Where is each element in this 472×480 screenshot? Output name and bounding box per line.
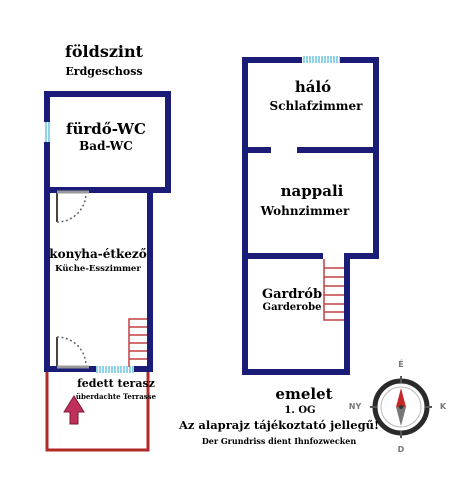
door-terrace [56, 336, 89, 369]
room-wardrobe-name: Gardrób [261, 287, 323, 302]
disclaimer-text: Az alaprajz tájékoztató jellegű! [178, 418, 380, 432]
room-terrace-name: fedett terasz [77, 377, 155, 390]
room-living-name: nappali [280, 182, 344, 200]
room-bedroom-name-de: Schlafzimmer [269, 99, 363, 113]
stairs-upper-floor [323, 259, 344, 321]
room-kitchen-name-de: Küche-Esszimmer [55, 264, 141, 274]
disclaimer-text-de: Der Grundriss dient Ihnfozwecken [201, 436, 357, 446]
stairs-ground-floor [128, 318, 147, 367]
room-bedroom-name: háló [294, 78, 332, 96]
upper-floor-title: emelet [275, 385, 333, 403]
room-bath-name: fürdő-WC [66, 120, 146, 138]
compass-west-label: NY [348, 402, 362, 411]
door-bath [56, 190, 89, 223]
compass-south-label: D [397, 445, 405, 454]
room-living-name-de: Wohnzimmer [260, 204, 350, 218]
entrance-arrow-icon [63, 395, 85, 425]
compass-north-label: É [398, 360, 404, 369]
window-bedroom-top [302, 56, 340, 63]
ground-floor-subtitle: Erdgeschoss [65, 65, 143, 78]
room-wardrobe-name-de: Garderobe [262, 302, 322, 313]
upper-floor-subtitle: 1. OG [284, 405, 316, 416]
room-kitchen-name: konyha-étkező [49, 247, 147, 261]
room-bath-name-de: Bad-WC [79, 139, 133, 153]
window-bath [44, 122, 51, 142]
ground-floor-title: földszint [64, 42, 144, 61]
compass-east-label: K [439, 402, 447, 411]
window-kitchen-bottom [96, 366, 134, 373]
upper-floor-walls [242, 57, 379, 375]
compass-icon [370, 376, 432, 438]
terrace-outline [45, 370, 150, 452]
room-terrace-name-de: überdachte Terrasse [75, 392, 157, 401]
